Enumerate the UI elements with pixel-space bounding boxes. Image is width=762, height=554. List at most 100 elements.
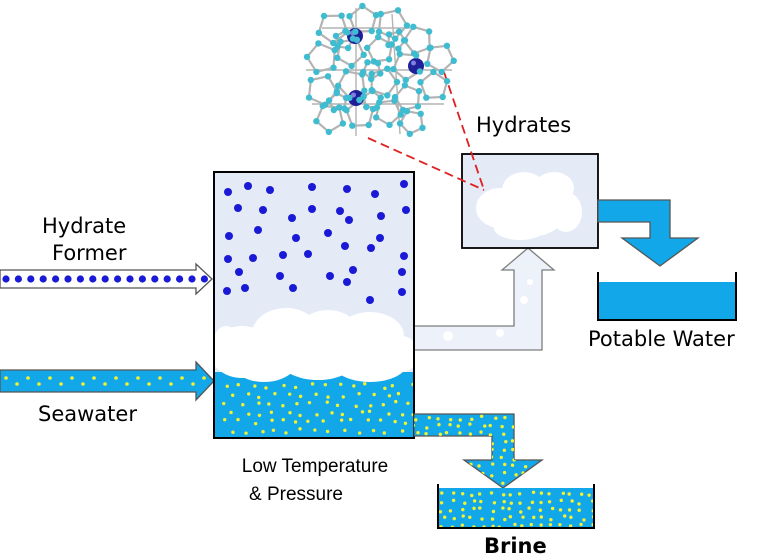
salt-dot	[253, 421, 258, 426]
hydrate-former-inlet-arrow	[0, 262, 213, 296]
salt-dot	[522, 441, 526, 445]
salt-dot	[509, 501, 514, 505]
lattice-node	[315, 40, 322, 47]
former-molecule	[114, 275, 122, 283]
lattice-node	[373, 114, 380, 121]
salt-dot	[372, 392, 376, 397]
salt-dot	[442, 515, 447, 519]
former-molecule	[400, 180, 408, 188]
lattice-node	[332, 32, 340, 40]
salt-dot	[456, 424, 460, 428]
former-molecule	[367, 244, 375, 252]
salt-dot	[293, 385, 298, 390]
lattice-node	[352, 28, 359, 35]
lattice-node	[443, 77, 451, 85]
lattice-node	[385, 41, 392, 49]
former-molecule	[366, 296, 374, 304]
salt-dot	[222, 417, 227, 422]
former-molecule	[200, 275, 208, 283]
lattice-node	[319, 102, 326, 110]
salt-dot	[340, 412, 345, 417]
salt-dot	[281, 418, 285, 422]
lattice-node	[397, 111, 404, 118]
salt-dot	[271, 428, 276, 432]
salt-dot	[535, 454, 539, 458]
salt-dot	[499, 455, 504, 460]
salt-dot	[438, 510, 443, 514]
former-molecule	[308, 205, 316, 213]
salt-dot	[461, 507, 465, 512]
former-molecule	[324, 229, 332, 237]
salt-dot	[470, 417, 474, 422]
salt-dot	[394, 399, 398, 404]
salt-dot	[532, 515, 536, 520]
salt-dot	[437, 422, 441, 427]
salt-dot	[414, 462, 418, 467]
salt-dot	[425, 463, 429, 467]
lattice-node	[334, 82, 342, 90]
salt-dot	[547, 500, 552, 504]
salt-dot	[479, 430, 483, 434]
lattice-node	[349, 35, 357, 42]
salt-dot	[472, 499, 477, 503]
salt-dot	[482, 442, 487, 446]
salt-dot	[455, 471, 459, 475]
salt-dot	[558, 522, 562, 527]
salt-dot	[482, 455, 487, 460]
lattice-node	[320, 12, 328, 20]
salt-dot	[335, 403, 340, 408]
salt-dot	[390, 384, 394, 388]
lattice-node	[384, 92, 391, 99]
salt-dot	[559, 498, 563, 503]
salt-dot	[295, 401, 299, 406]
salt-dot	[348, 417, 353, 422]
salt-dot	[479, 414, 484, 419]
lattice-node	[338, 12, 345, 19]
lattice-node	[333, 89, 340, 97]
salt-dot	[400, 413, 405, 417]
salt-dot	[455, 478, 460, 483]
lattice-node	[325, 97, 333, 104]
lattice-node	[377, 10, 384, 18]
salt-dot	[288, 392, 292, 396]
salt-dot	[298, 427, 302, 431]
former-molecule	[188, 275, 196, 283]
salt-dot	[468, 432, 473, 436]
salt-dot	[229, 410, 233, 415]
salt-dot	[253, 384, 257, 388]
salt-dot	[298, 394, 303, 399]
salt-dot	[507, 507, 511, 511]
salt-dot	[539, 500, 543, 505]
lattice-node	[363, 103, 370, 111]
hydrate-cloud	[476, 172, 582, 240]
salt-dot	[387, 394, 392, 398]
lattice-node	[410, 23, 417, 30]
salt-dot	[307, 400, 312, 405]
salt-dot	[314, 392, 318, 396]
salt-dot	[447, 463, 452, 467]
salt-dot	[500, 424, 504, 429]
salt-dot	[406, 401, 410, 405]
salt-dot	[425, 480, 429, 484]
salt-dot	[502, 470, 507, 475]
salt-dot	[458, 418, 462, 422]
lattice-node	[336, 104, 343, 111]
former-molecule	[151, 275, 159, 283]
lattice-node	[305, 94, 313, 101]
salt-dot	[477, 464, 481, 468]
salt-dot	[236, 417, 240, 422]
salt-dot	[59, 382, 63, 386]
clathrate-cage-icon	[303, 2, 457, 137]
former-molecule	[308, 183, 316, 191]
salt-dot	[513, 522, 517, 527]
lattice-node	[402, 76, 409, 84]
salt-dot	[526, 449, 530, 453]
salt-dot	[306, 419, 310, 423]
lattice-node	[424, 60, 431, 67]
salt-dot	[488, 423, 492, 428]
lattice-node	[361, 87, 368, 94]
salt-dot	[231, 430, 235, 434]
salt-dot	[310, 382, 315, 386]
salt-dot	[436, 439, 440, 443]
lattice-node	[346, 13, 353, 20]
